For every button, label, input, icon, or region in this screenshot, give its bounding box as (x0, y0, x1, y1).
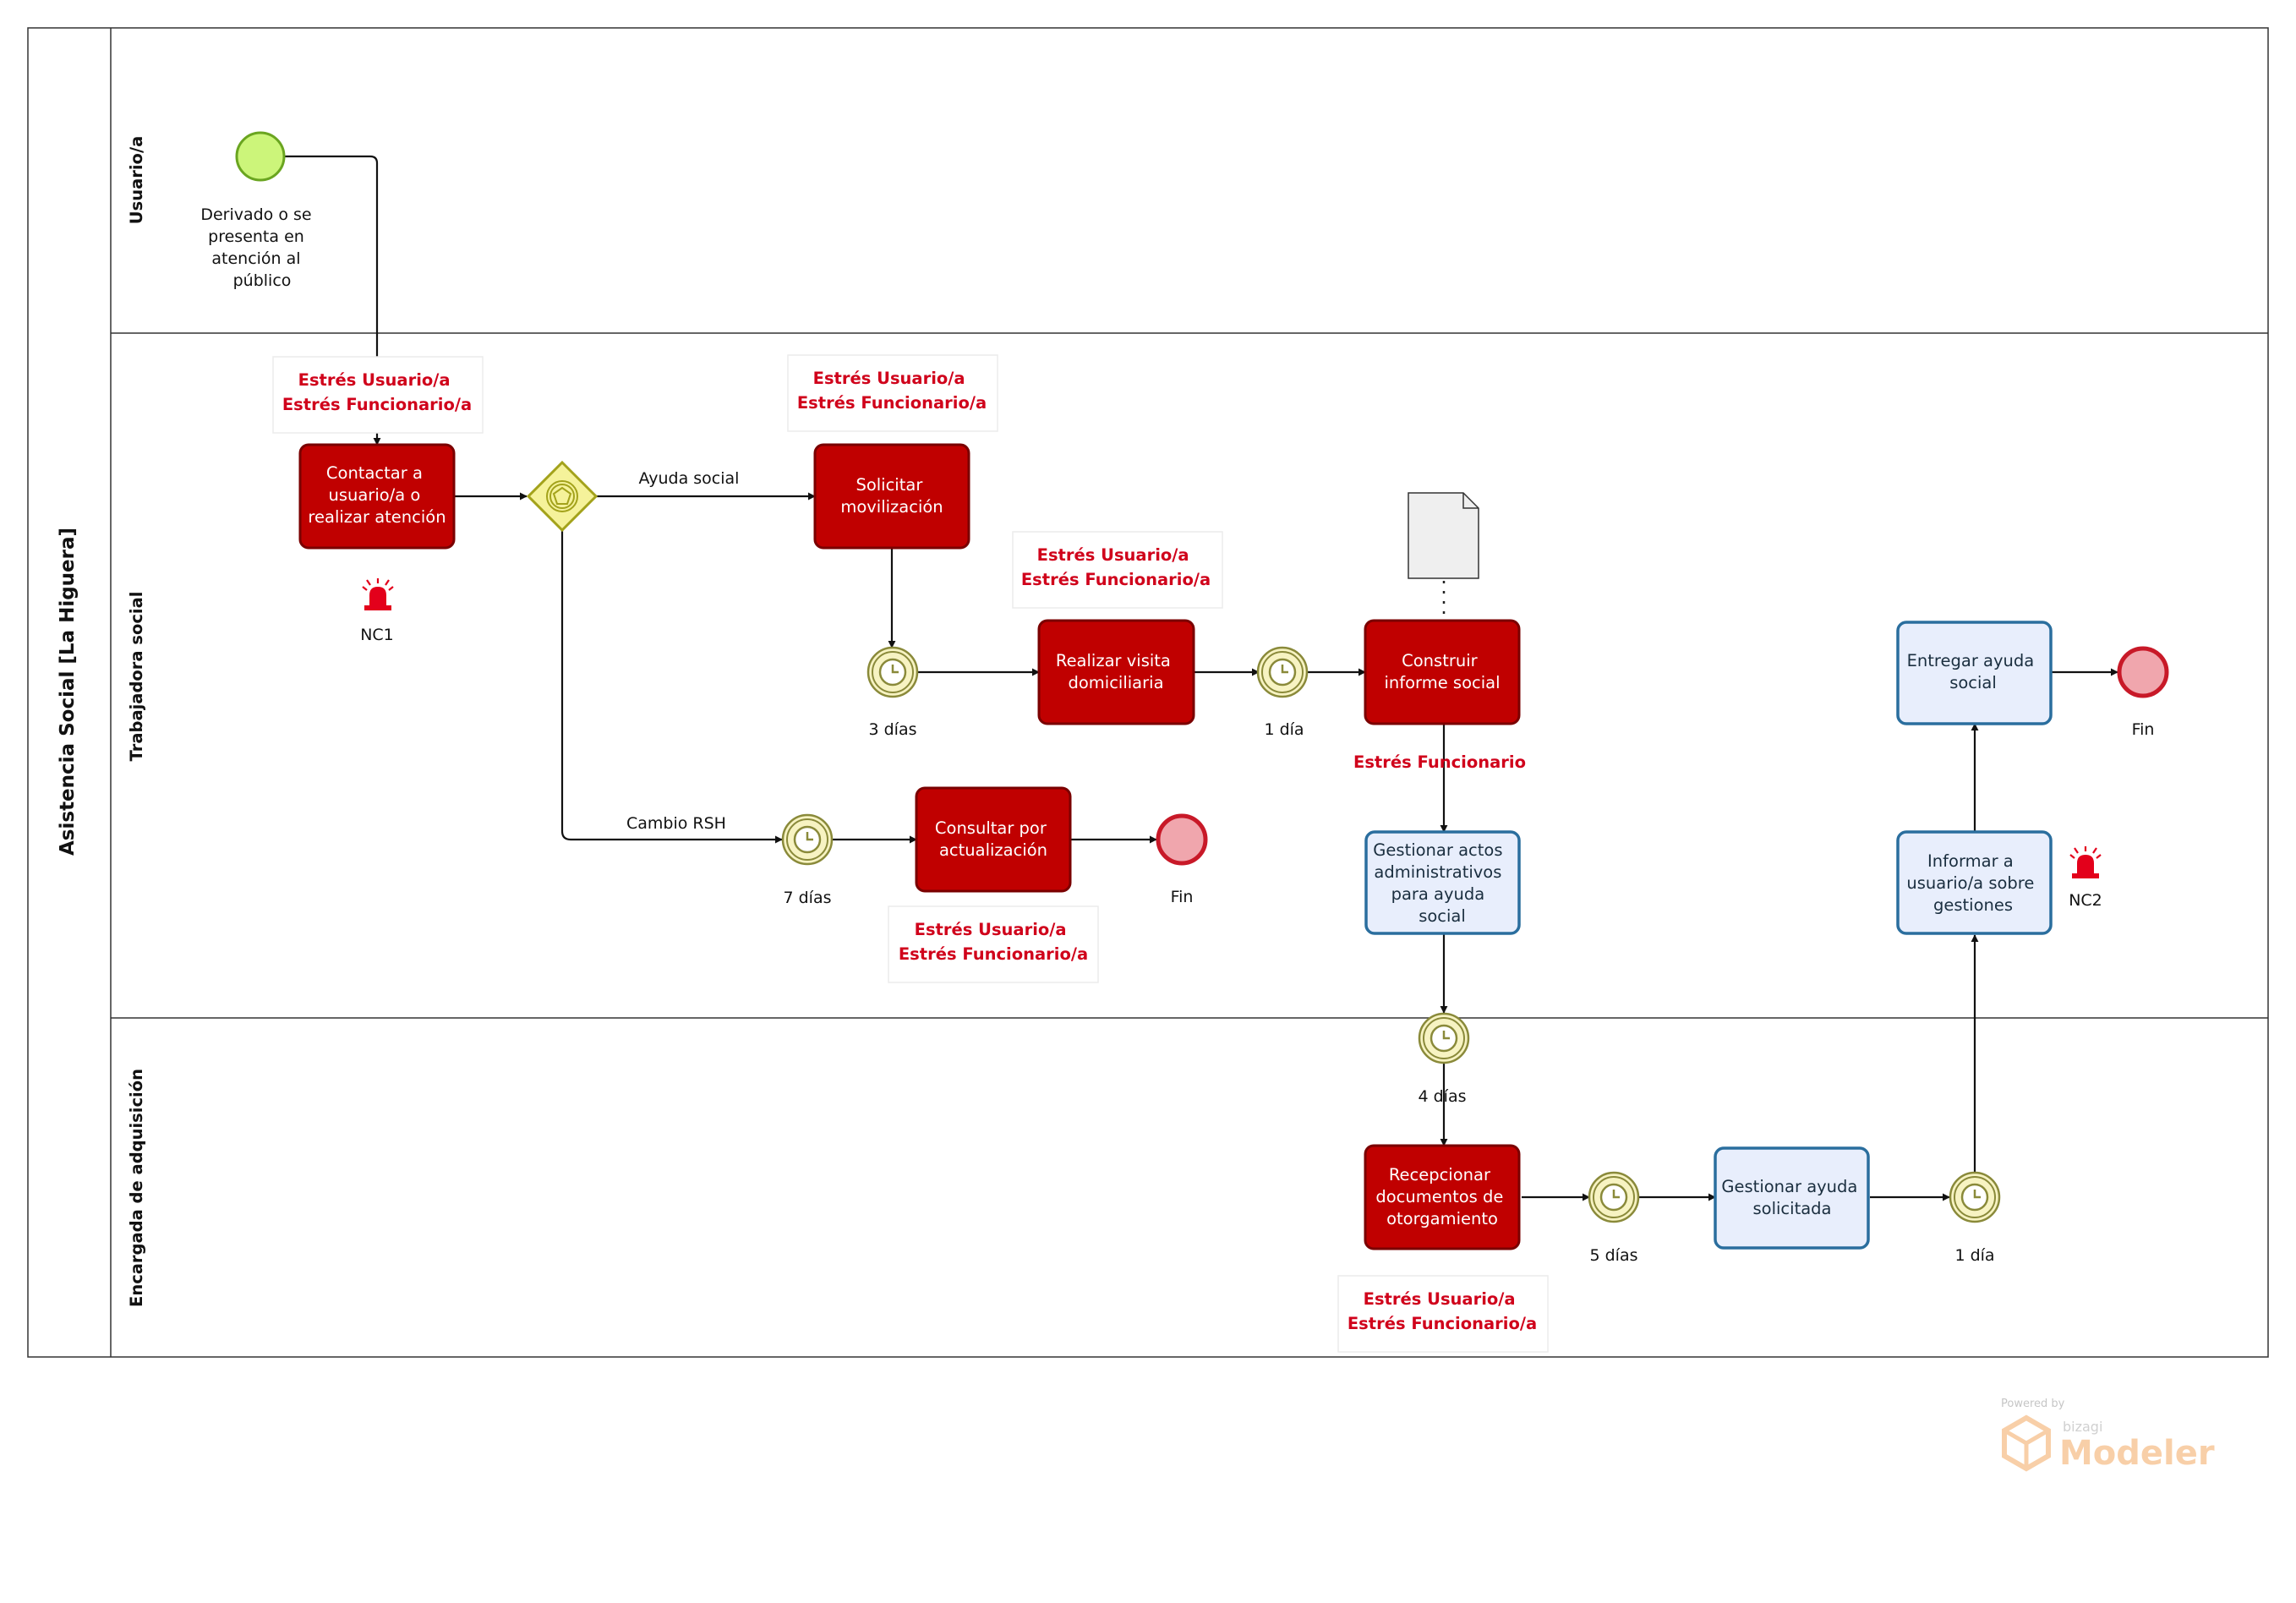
timer-event-1-dia-a[interactable] (1256, 646, 1309, 698)
alarm-label-nc2: NC2 (2069, 891, 2102, 910)
timer-label-5-dias: 5 días (1589, 1246, 1637, 1265)
annotation-stress-3: Estrés Usuario/a Estrés Funcionario/a (1012, 531, 1223, 609)
task-gestionar-actos[interactable]: Gestionar actos administrativos para ayu… (1364, 830, 1521, 935)
flow-label-cambio-rsh: Cambio RSH (626, 814, 726, 833)
timer-label-1-dia-b: 1 día (1954, 1246, 1994, 1265)
task-entregar-ayuda[interactable]: Entregar ayuda social (1896, 621, 2053, 725)
lane-label-adquisicion: Encargada de adquisición (127, 1069, 146, 1307)
timer-event-7-dias[interactable] (781, 813, 834, 866)
alarm-icon-nc1 (362, 578, 394, 610)
svg-text:Estrés Usuario/a Estrés: Estrés Usuario/a Estrés Funcionario/a (797, 369, 987, 413)
watermark-brand: bizagi (2063, 1419, 2102, 1435)
flow-gateway-rsh (560, 530, 783, 844)
document-fold (1462, 493, 1479, 509)
svg-text:Informar a usuario/a sob: Informar a usuario/a sobre gestiones (1906, 851, 2039, 915)
end-event-2-label: Fin (2132, 720, 2155, 739)
svg-text:Construir informe social: Construir informe social (1384, 651, 1500, 692)
task-gestionar-ayuda[interactable]: Gestionar ayuda solicitada (1714, 1146, 1870, 1250)
start-event-label: Derivado o se presenta en atención al pú… (200, 205, 316, 290)
pentagon-icon (552, 486, 572, 505)
annotation-stress-4: Estrés Funcionario (1353, 752, 1526, 772)
svg-text:Estrés Usuario/a Estrés: Estrés Usuario/a Estrés Funcionario/a (899, 920, 1088, 964)
start-event[interactable] (235, 131, 286, 182)
bizagi-watermark: Powered by bizagi Modeler (2001, 1398, 2215, 1473)
svg-text:Gestionar actos administ: Gestionar actos administrativos para ayu… (1373, 840, 1507, 926)
svg-text:Estrés Funcionario: Estrés Funcionario (1353, 752, 1526, 772)
bizagi-logo-icon (2002, 1414, 2051, 1472)
sequence-flows (285, 155, 2118, 1201)
lane-label-usuario: Usuario/a (127, 136, 146, 224)
timer-event-3-dias[interactable] (866, 646, 919, 698)
pool-border (27, 27, 2269, 1358)
task-informar-usuario[interactable]: Informar a usuario/a sobre gestiones (1896, 830, 2053, 935)
pool-title: Asistencia Social [La Higuera] (57, 528, 79, 856)
end-event-1-label: Fin (1171, 888, 1194, 906)
lane-label-trabajadora: Trabajadora social (127, 592, 146, 762)
timer-label-7-dias: 7 días (783, 889, 831, 907)
flow-start-contactar (285, 155, 381, 446)
annotation-stress-6: Estrés Usuario/a Estrés Funcionario/a (1337, 1275, 1549, 1353)
task-recepcionar-documentos[interactable]: Recepcionar documentos de otorgamiento (1364, 1144, 1521, 1250)
svg-text:Contactar a usuario/a o: Contactar a usuario/a o realizar atenció… (308, 463, 446, 527)
task-solicitar[interactable]: Solicitar movilización (813, 443, 970, 550)
timer-label-1-dia-a: 1 día (1264, 720, 1304, 739)
task-realizar-visita[interactable]: Realizar visita domiciliaria (1037, 619, 1195, 725)
timer-label-3-dias: 3 días (868, 720, 916, 739)
annotation-stress-2: Estrés Usuario/a Estrés Funcionario/a (787, 354, 998, 432)
alarm-label-nc1: NC1 (360, 626, 394, 644)
svg-text:Recepcionar documentos d: Recepcionar documentos de otorgamiento (1375, 1165, 1508, 1228)
timer-label-4-dias: 4 días (1418, 1087, 1466, 1106)
svg-text:Estrés Usuario/a Estrés: Estrés Usuario/a Estrés Funcionario/a (282, 370, 472, 414)
watermark-product: Modeler (2059, 1434, 2215, 1473)
event-based-gateway[interactable] (526, 460, 599, 533)
watermark-powered: Powered by (2001, 1398, 2065, 1410)
svg-text:Consultar por actualizac: Consultar por actualización (935, 818, 1052, 860)
alarm-icon-nc2 (2069, 846, 2102, 878)
svg-text:Realizar visita domicili: Realizar visita domiciliaria (1056, 651, 1176, 692)
timer-event-5-dias[interactable] (1588, 1171, 1640, 1223)
annotation-stress-5: Estrés Usuario/a Estrés Funcionario/a (888, 905, 1099, 983)
end-event-2[interactable] (2117, 646, 2169, 698)
svg-text:Gestionar ayuda solicita: Gestionar ayuda solicitada (1721, 1177, 1862, 1218)
svg-text:Estrés Usuario/a Estrés: Estrés Usuario/a Estrés Funcionario/a (1348, 1289, 1537, 1333)
svg-text:Solicitar movilización: Solicitar movilización (840, 475, 943, 517)
svg-text:Entregar ayuda social: Entregar ayuda social (1907, 651, 2040, 692)
end-event-1[interactable] (1156, 813, 1208, 866)
svg-text:Estrés Usuario/a Estrés: Estrés Usuario/a Estrés Funcionario/a (1021, 545, 1211, 589)
annotation-stress-1: Estrés Usuario/a Estrés Funcionario/a (272, 356, 484, 434)
document-icon[interactable] (1408, 492, 1479, 579)
flow-label-ayuda-social: Ayuda social (639, 469, 740, 488)
task-construir-informe[interactable]: Construir informe social (1364, 619, 1521, 725)
task-consultar-actualizacion[interactable]: Consultar por actualización (915, 786, 1072, 893)
task-contactar[interactable]: Contactar a usuario/a o realizar atenció… (298, 443, 456, 550)
timer-event-4-dias[interactable] (1418, 1012, 1470, 1064)
timer-event-1-dia-b[interactable] (1949, 1171, 2001, 1223)
